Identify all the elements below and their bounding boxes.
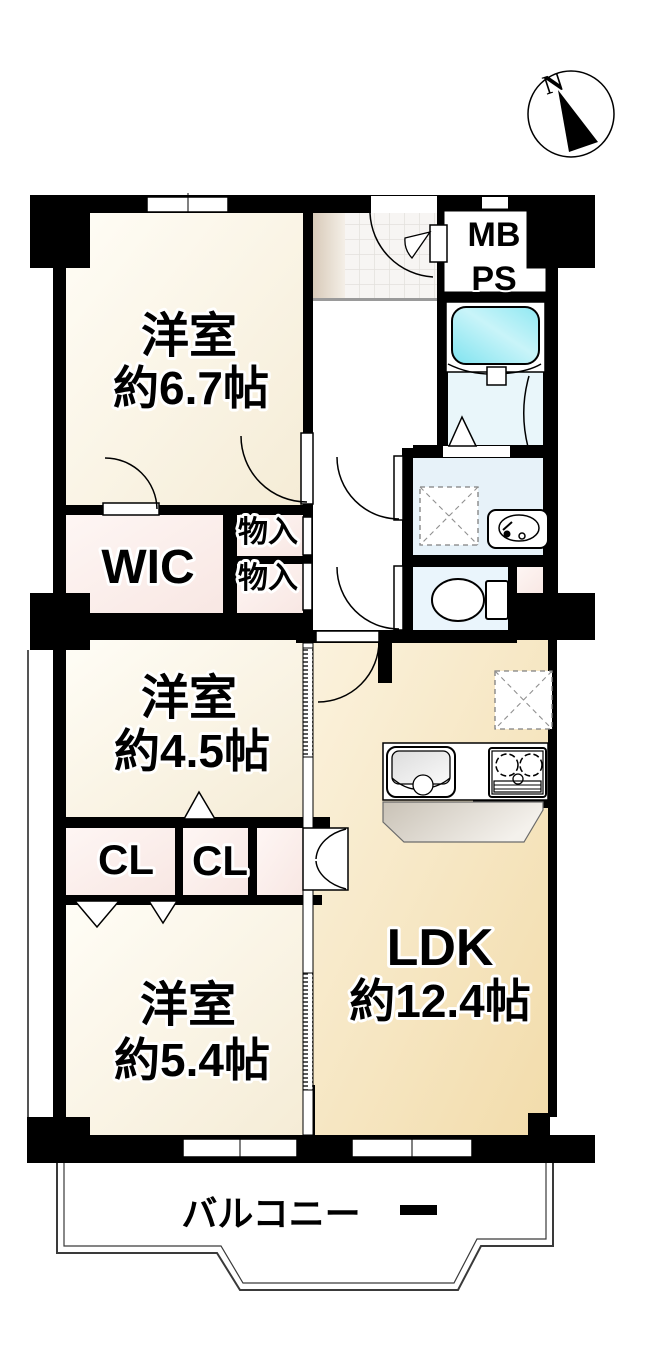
kitchen-counter <box>382 742 549 801</box>
closet-mid-label: CL <box>192 837 248 884</box>
entry-step-strip <box>313 213 345 299</box>
ldk-door-leaf <box>315 630 380 643</box>
closet-ldk-floor <box>257 827 303 895</box>
sliding-door-bedroom2 <box>302 647 314 758</box>
bedroom1-label: 洋室 <box>141 310 237 363</box>
balcony-inner-rail <box>63 1163 547 1284</box>
bedroom3-label: 洋室 <box>140 979 236 1032</box>
doors <box>73 212 530 929</box>
bathtub <box>445 301 546 386</box>
vanity-sink <box>487 509 549 549</box>
balcony <box>56 1163 554 1291</box>
storage-upper-floor <box>237 515 303 556</box>
entry-step-line <box>313 298 437 301</box>
toilet-door-leaf <box>393 565 404 631</box>
closet-mid-folding-door <box>182 790 217 820</box>
storage-lower-label: 物入 <box>238 562 298 595</box>
closet-ldk-door-swing-2 <box>315 860 347 890</box>
wic-door-leaf <box>102 502 160 516</box>
closet-left-folding-door-2 <box>147 900 179 925</box>
washroom-door-swing <box>336 456 400 520</box>
bedroom1-floor <box>66 212 303 505</box>
storage-upper-door <box>302 516 313 556</box>
compass-needle <box>558 90 598 152</box>
closet-ldk-door-zone <box>302 827 349 891</box>
storage-lower-door <box>302 562 313 611</box>
refrigerator-space <box>494 670 553 730</box>
bedroom2-size: 約4.5帖 <box>114 725 270 777</box>
toilet-door-swing <box>336 566 400 630</box>
balcony-label: バルコニー <box>181 1193 360 1234</box>
wic-label: WIC <box>101 541 194 594</box>
meter-box-label-mb: MB <box>468 216 521 254</box>
room-floors <box>66 212 548 1135</box>
closet-mid-floor <box>183 827 248 895</box>
ldk-door-swing <box>317 640 380 703</box>
kitchen-island <box>382 801 544 843</box>
room-labels: 洋室 約6.7帖 WIC 物入 物入 洋室 約4.5帖 CL CL 洋室 約5.… <box>95 307 534 1237</box>
bedroom1-door-swing <box>240 435 308 503</box>
hallway-floor-lower <box>313 455 402 633</box>
pillar-top-right <box>525 195 595 268</box>
closet-left-folding-door-1 <box>73 900 121 929</box>
balcony-outer-rail <box>56 1163 554 1291</box>
fixtures <box>382 301 553 843</box>
bathroom-threshold <box>443 446 510 457</box>
bedroom1-door-leaf <box>300 432 314 505</box>
storage-lower-floor <box>237 564 303 613</box>
toilet-niche-floor <box>517 567 545 593</box>
openings <box>146 193 510 1163</box>
toilet <box>431 578 509 622</box>
meter-box: MB PS <box>441 208 549 300</box>
hallway-floor-upper <box>313 301 437 455</box>
bathroom-folding-door <box>447 415 478 447</box>
kitchen-sink <box>386 746 456 798</box>
pillar-bottom-right <box>528 1113 550 1137</box>
pillar-top-left <box>30 195 90 268</box>
bedroom2-label: 洋室 <box>141 672 237 725</box>
balcony-partition <box>400 1205 437 1215</box>
wic-door-swing <box>104 457 158 510</box>
bedroom3-floor <box>66 903 303 1135</box>
entrance-door-leaf <box>429 224 448 263</box>
meter-box-label-ps: PS <box>471 260 516 298</box>
washing-machine-pan <box>419 486 479 546</box>
bedroom2-floor <box>66 640 303 817</box>
closet-left-floor <box>66 827 175 895</box>
pillar-mid-right <box>517 593 595 640</box>
bedroom1-size: 約6.7帖 <box>113 362 269 414</box>
storage-upper-label: 物入 <box>238 516 298 549</box>
washroom-door-leaf <box>393 455 404 521</box>
bathroom-screen <box>523 375 530 448</box>
entrance-door-swing <box>369 212 434 278</box>
ldk-size: 約12.4帖 <box>349 975 531 1027</box>
ldk-label: LDK <box>387 919 494 977</box>
gas-stove <box>488 747 547 798</box>
entrance-child-door <box>404 230 432 260</box>
sliding-door-bedroom3 <box>302 972 314 1091</box>
closet-ldk-door-swing-1 <box>315 828 347 860</box>
entrance-opening <box>371 196 437 213</box>
bedroom3-size: 約5.4帖 <box>114 1034 270 1086</box>
closet-left-label: CL <box>98 836 154 883</box>
compass-icon: N <box>527 66 615 158</box>
entry-tile-floor <box>345 213 437 299</box>
wic-floor <box>66 515 223 613</box>
